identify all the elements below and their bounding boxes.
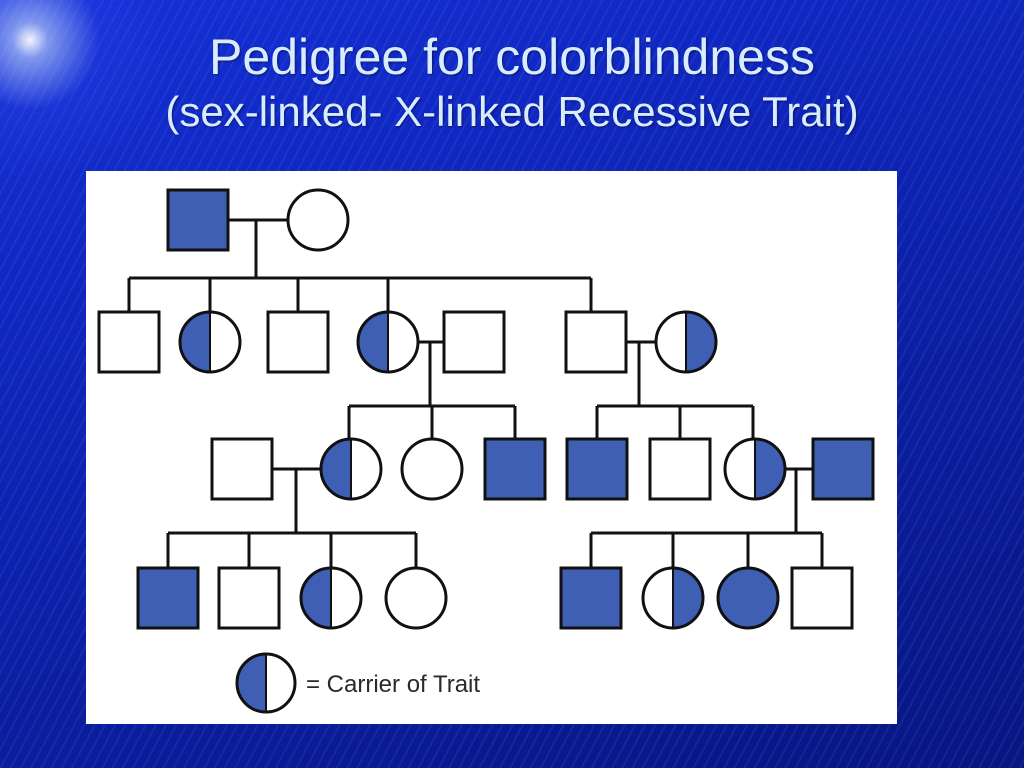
- male-unaffected: [648, 437, 712, 501]
- female-carrier: [299, 566, 363, 630]
- generation-4: [136, 566, 854, 630]
- female-affected: [716, 566, 780, 630]
- title-line-2: (sex-linked- X-linked Recessive Trait): [165, 88, 859, 135]
- female-unaffected: [384, 566, 448, 630]
- male-unaffected: [217, 566, 281, 630]
- pedigree-panel: = Carrier of Trait: [86, 171, 897, 724]
- male-affected: [166, 188, 230, 252]
- slide-title: Pedigree for colorblindness (sex-linked-…: [0, 28, 1024, 137]
- legend-label: = Carrier of Trait: [306, 671, 480, 698]
- female-unaffected: [286, 188, 350, 252]
- generation-1: [166, 188, 350, 252]
- male-unaffected: [564, 310, 628, 374]
- carrier-legend-symbol: [235, 652, 297, 714]
- male-affected: [136, 566, 200, 630]
- male-affected: [483, 437, 547, 501]
- male-affected: [565, 437, 629, 501]
- male-unaffected-spouse: [442, 310, 506, 374]
- female-carrier-spouse: [654, 310, 718, 374]
- female-carrier: [723, 437, 787, 501]
- pedigree-chart: = Carrier of Trait: [97, 188, 875, 714]
- female-carrier: [319, 437, 383, 501]
- male-unaffected: [790, 566, 854, 630]
- pedigree-lines: [127, 218, 824, 568]
- male-affected-spouse: [811, 437, 875, 501]
- title-line-1: Pedigree for colorblindness: [209, 29, 815, 85]
- generation-3: [210, 437, 875, 501]
- female-carrier: [178, 310, 242, 374]
- male-unaffected-spouse: [210, 437, 274, 501]
- legend: = Carrier of Trait: [235, 652, 480, 714]
- generation-2: [97, 310, 718, 374]
- female-carrier: [356, 310, 420, 374]
- female-carrier: [641, 566, 705, 630]
- male-unaffected: [97, 310, 161, 374]
- male-unaffected: [266, 310, 330, 374]
- female-unaffected: [400, 437, 464, 501]
- male-affected: [559, 566, 623, 630]
